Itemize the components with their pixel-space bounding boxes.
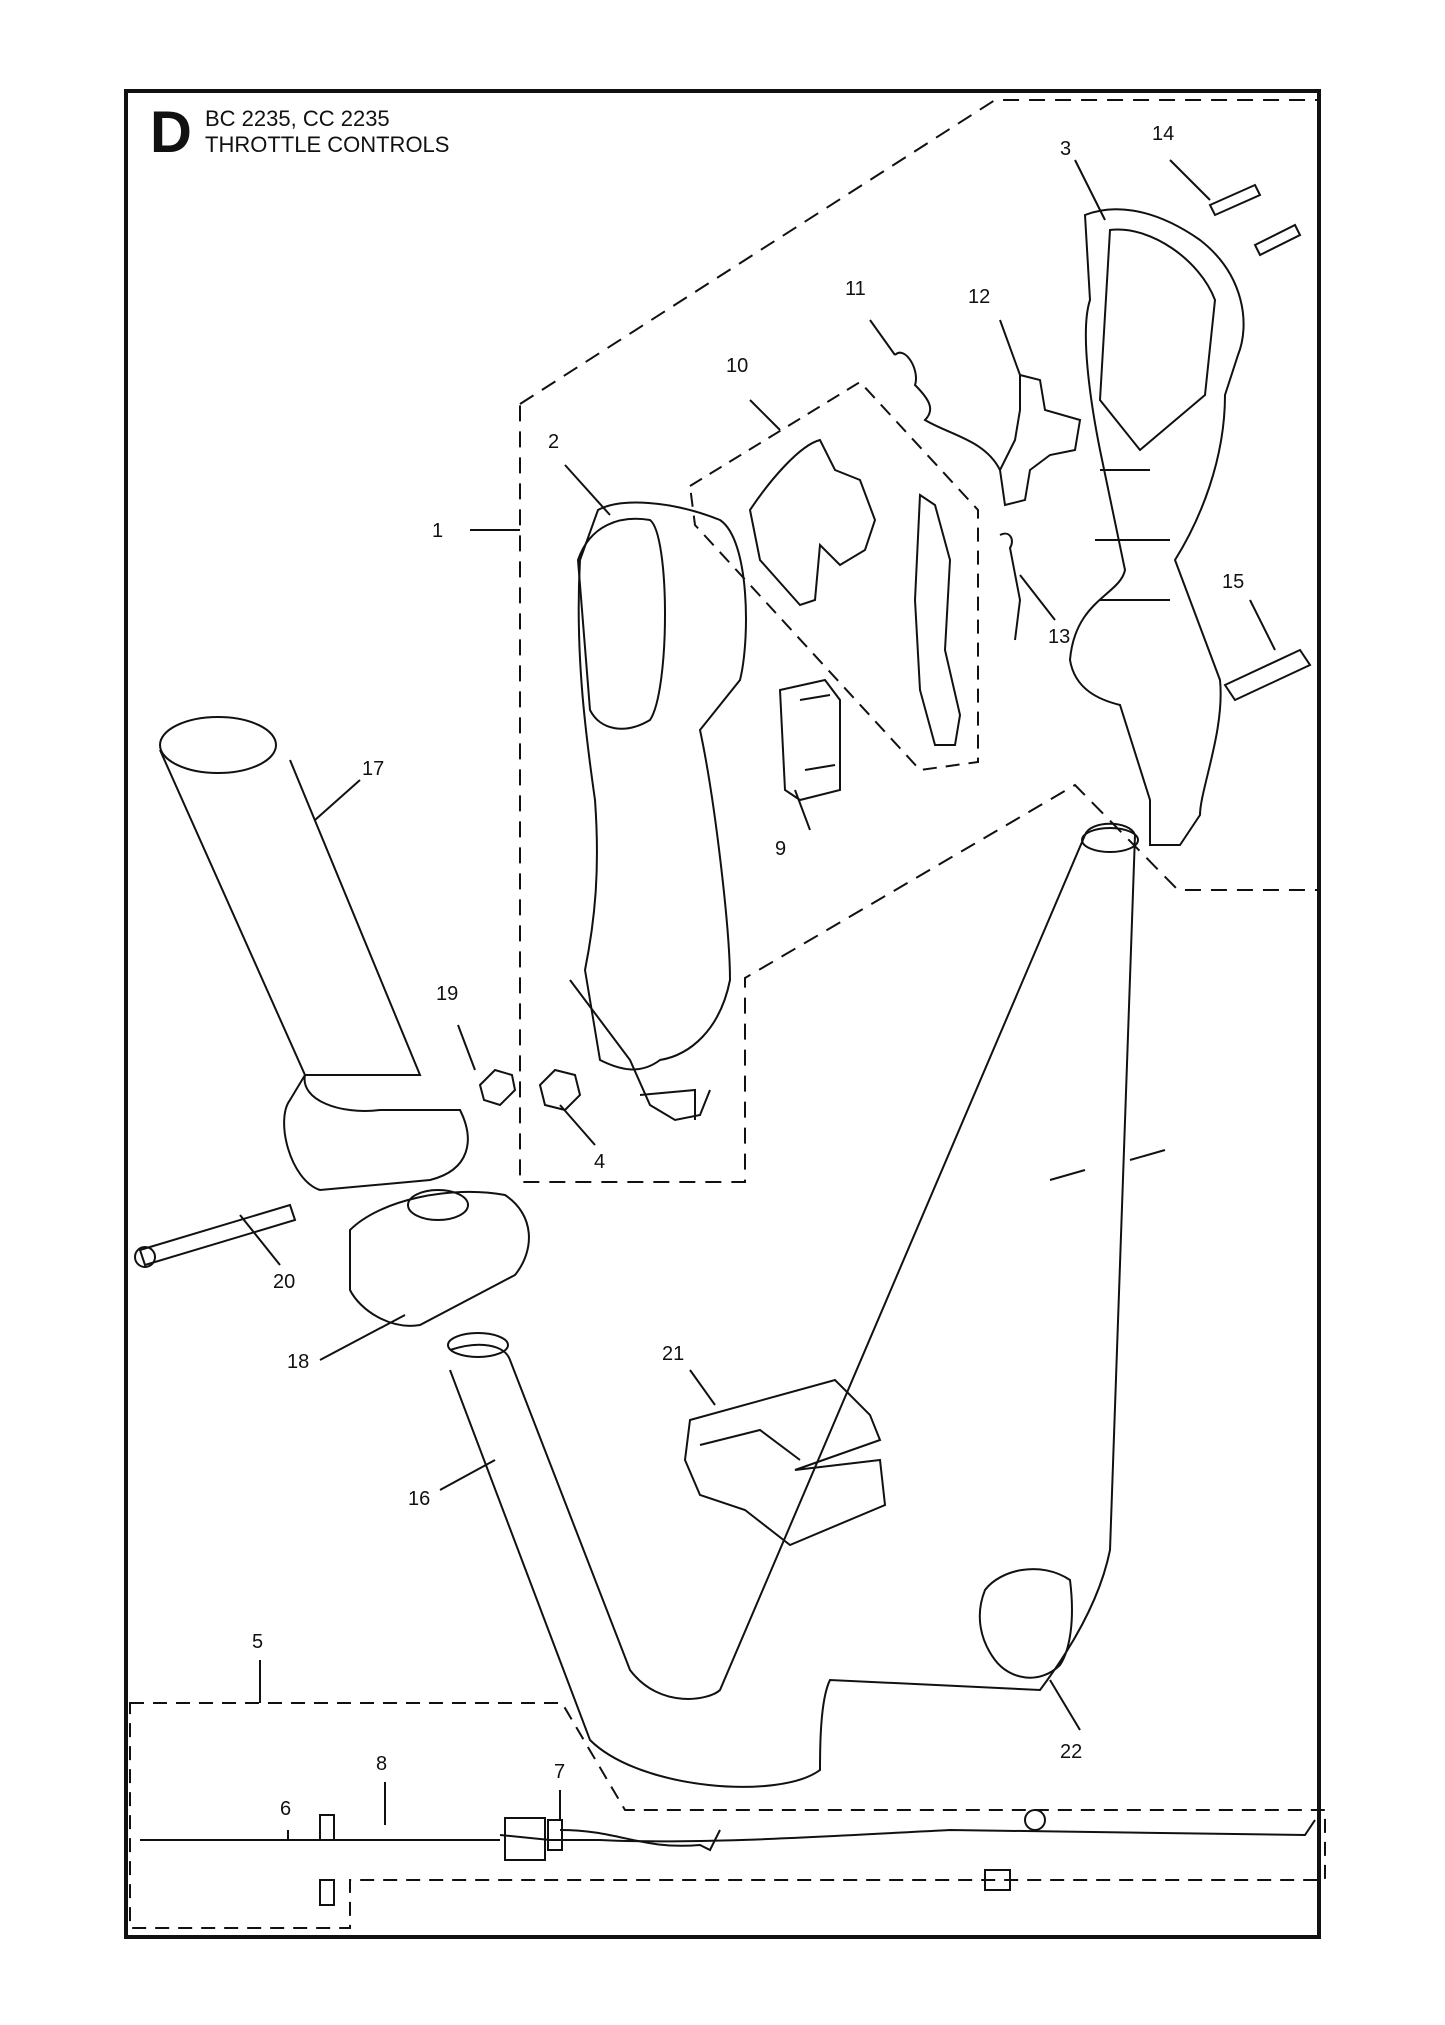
spring-13 xyxy=(999,532,1022,641)
clip-22 xyxy=(978,1568,1073,1679)
callout-20: 20 xyxy=(273,1271,295,1293)
callout-17: 17 xyxy=(362,758,384,780)
assembly-5-boundary xyxy=(129,1702,1326,1929)
handle-housing-right xyxy=(1068,208,1245,846)
grip-17 xyxy=(159,749,422,1076)
callout-4: 4 xyxy=(594,1151,605,1173)
screw-14 xyxy=(1208,183,1262,217)
leader-11 xyxy=(869,319,896,356)
leader-17 xyxy=(314,779,361,821)
leader-12 xyxy=(999,319,1021,376)
callout-16: 16 xyxy=(408,1488,430,1510)
callout-2: 2 xyxy=(548,431,559,453)
handle-housing-left xyxy=(577,501,747,1071)
leader-tube-a xyxy=(1049,1169,1086,1181)
leader-22 xyxy=(1049,1679,1081,1731)
callout-5: 5 xyxy=(252,1631,263,1653)
callout-15: 15 xyxy=(1222,571,1244,593)
assembly-10-boundary xyxy=(688,380,979,772)
leader-tube-b xyxy=(1129,1149,1166,1161)
callout-9: 9 xyxy=(775,838,786,860)
callout-3: 3 xyxy=(1060,138,1071,160)
diagram-frame xyxy=(124,89,1321,1939)
leader-18 xyxy=(319,1314,406,1361)
callout-7: 7 xyxy=(554,1761,565,1783)
throttle-lever xyxy=(998,373,1082,507)
callout-22: 22 xyxy=(1060,1741,1082,1763)
assembly-1-boundary xyxy=(519,99,1319,1183)
leader-20 xyxy=(239,1214,281,1266)
nut-19 xyxy=(478,1068,517,1107)
callout-14: 14 xyxy=(1152,123,1174,145)
leader-4 xyxy=(559,1104,596,1146)
leader-15 xyxy=(1249,599,1276,651)
leader-14 xyxy=(1169,159,1211,201)
leader-16 xyxy=(439,1459,496,1491)
leader-3 xyxy=(1074,159,1106,221)
throttle-trigger xyxy=(913,493,962,746)
callout-10: 10 xyxy=(726,355,748,377)
callout-21: 21 xyxy=(662,1343,684,1365)
leader-9 xyxy=(794,789,811,831)
leader-10 xyxy=(749,399,781,431)
callout-12: 12 xyxy=(968,286,990,308)
spring-11 xyxy=(894,351,1001,471)
throttle-lockout xyxy=(748,438,877,607)
model-numbers: BC 2235, CC 2235 xyxy=(205,106,390,131)
section-title: THROTTLE CONTROLS xyxy=(205,132,450,157)
callout-13: 13 xyxy=(1048,626,1070,648)
callout-8: 8 xyxy=(376,1753,387,1775)
leader-13 xyxy=(1019,574,1056,621)
handle-tube-16 xyxy=(449,822,1137,1788)
stop-switch xyxy=(778,678,841,802)
grip-17-end xyxy=(159,716,277,774)
leader-2 xyxy=(564,464,611,516)
bolt-20 xyxy=(138,1203,297,1267)
clamp-18 xyxy=(349,1190,530,1327)
screw-15 xyxy=(1223,648,1312,702)
nut-4 xyxy=(538,1068,582,1112)
callout-18: 18 xyxy=(287,1351,309,1373)
callout-1: 1 xyxy=(432,520,443,542)
screw-14b xyxy=(1253,223,1302,257)
callout-6: 6 xyxy=(280,1798,291,1820)
section-letter: D xyxy=(150,100,192,165)
callout-11: 11 xyxy=(845,278,866,300)
clamp-21 xyxy=(683,1378,887,1547)
leader-21 xyxy=(689,1369,716,1406)
callout-19: 19 xyxy=(436,983,458,1005)
throttle-cable xyxy=(140,1819,1316,1843)
leader-19 xyxy=(457,1024,476,1071)
